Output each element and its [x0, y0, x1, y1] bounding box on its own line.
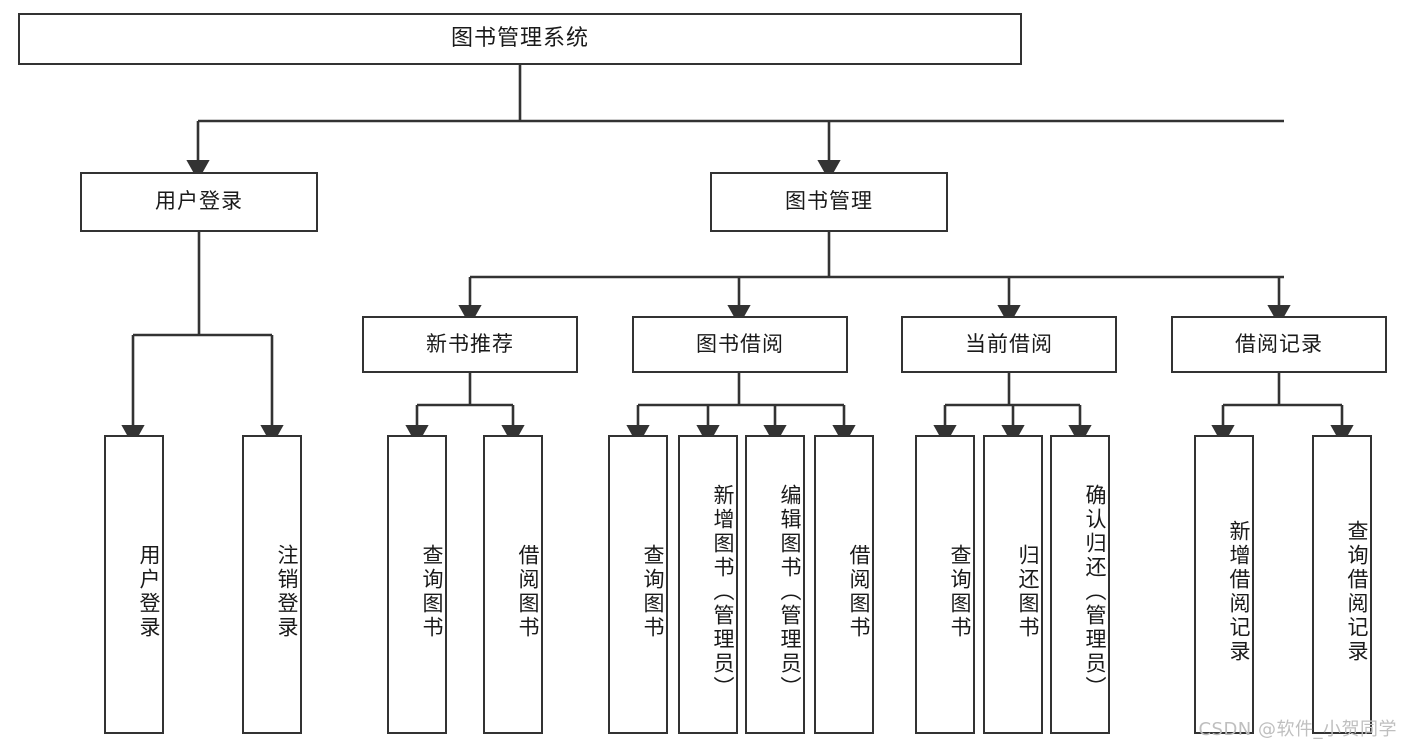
csdn-watermark: CSDN @软件_小贺同学	[1198, 719, 1397, 740]
leaf-return-book[interactable]: 归还图书	[983, 435, 1043, 734]
leaf-borrow-book[interactable]: 借阅图书	[814, 435, 874, 734]
node-book-borrow[interactable]: 图书借阅	[632, 316, 848, 373]
leaf-query-borrow-record[interactable]: 查询借阅记录	[1312, 435, 1372, 734]
node-current-borrow[interactable]: 当前借阅	[901, 316, 1117, 373]
leaf-borrow-book-recommendation[interactable]: 借阅图书	[483, 435, 543, 734]
leaf-add-borrow-record[interactable]: 新增借阅记录	[1194, 435, 1254, 734]
leaf-edit-book-admin[interactable]: 编辑图书（管理员）	[745, 435, 805, 734]
leaf-query-book-recommendation[interactable]: 查询图书	[387, 435, 447, 734]
leaf-query-book-current[interactable]: 查询图书	[915, 435, 975, 734]
leaf-logout[interactable]: 注销登录	[242, 435, 302, 734]
leaf-user-login[interactable]: 用户登录	[104, 435, 164, 734]
node-new-book-recommendation[interactable]: 新书推荐	[362, 316, 578, 373]
node-book-management[interactable]: 图书管理	[710, 172, 948, 232]
leaf-add-book-admin[interactable]: 新增图书（管理员）	[678, 435, 738, 734]
node-user-login[interactable]: 用户登录	[80, 172, 318, 232]
node-root-system[interactable]: 图书管理系统	[18, 13, 1022, 65]
leaf-query-book-borrow[interactable]: 查询图书	[608, 435, 668, 734]
node-borrow-record[interactable]: 借阅记录	[1171, 316, 1387, 373]
leaf-confirm-return-admin[interactable]: 确认归还（管理员）	[1050, 435, 1110, 734]
